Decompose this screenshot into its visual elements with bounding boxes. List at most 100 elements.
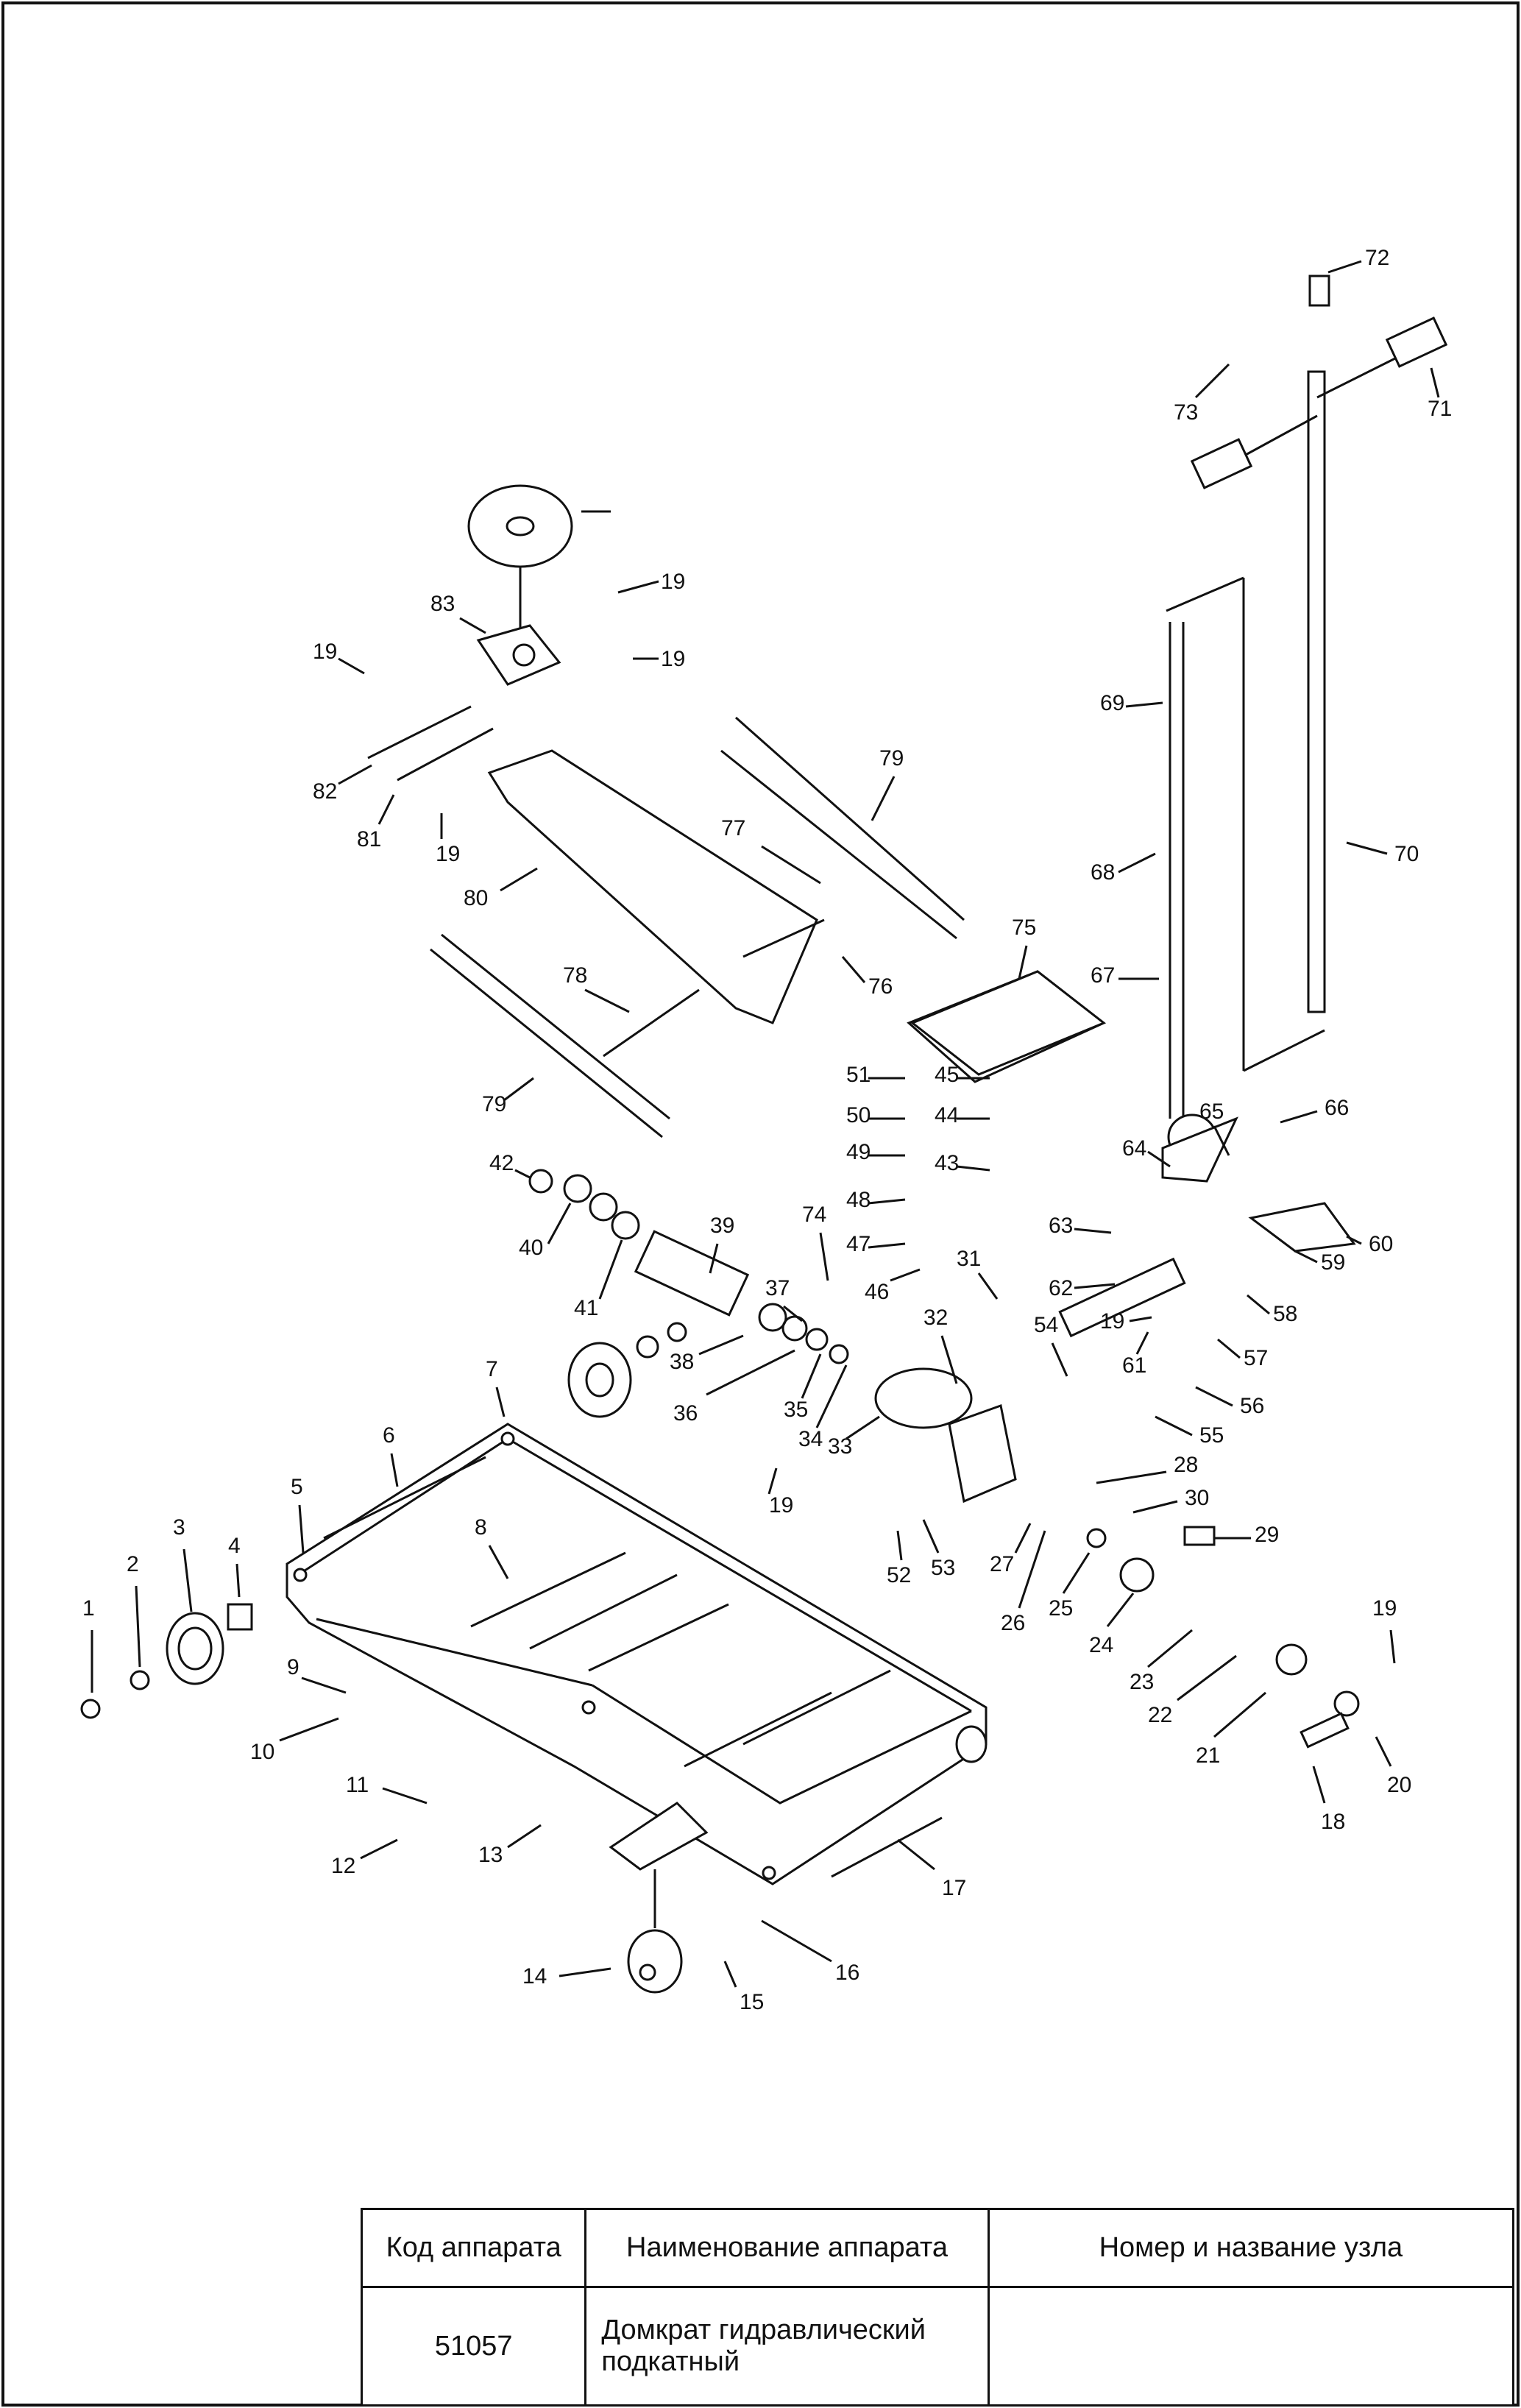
callout-label: 36: [673, 1401, 698, 1426]
callout-label: 72: [1365, 246, 1389, 270]
seal-kit: [528, 1169, 849, 1364]
title-block: Код аппарата Наименование аппарата Номер…: [360, 2208, 1515, 2407]
callout-label: 69: [1100, 691, 1124, 715]
callout-label: 66: [1325, 1096, 1349, 1120]
callout-label: 65: [1199, 1099, 1224, 1124]
node-name-value: [987, 2286, 1515, 2407]
callout-label: 35: [784, 1398, 808, 1422]
callout-label: 2: [127, 1552, 139, 1576]
callout-label: 41: [574, 1296, 598, 1320]
callout-label: 19: [661, 647, 685, 671]
callout-label: 45: [935, 1063, 959, 1087]
callout-label: 52: [887, 1563, 911, 1587]
callout-label: 79: [879, 746, 904, 771]
callout-label: 47: [846, 1232, 871, 1256]
callout-label: 9: [287, 1655, 299, 1679]
callout-label: 31: [957, 1247, 981, 1271]
lift-arm-assembly: [367, 484, 965, 1139]
callout-label: 25: [1049, 1596, 1073, 1621]
callout-label: 80: [464, 886, 488, 910]
callout-label: 21: [1196, 1743, 1220, 1768]
callout-label: 19: [1100, 1309, 1124, 1334]
title-block-header-row: Код аппарата Наименование аппарата Номер…: [360, 2208, 1515, 2288]
callout-label: 38: [670, 1350, 694, 1374]
rear-wheel: [567, 1322, 687, 1418]
callout-label: 10: [250, 1740, 274, 1764]
callout-label: 77: [721, 816, 745, 840]
callout-label: 71: [1428, 397, 1452, 421]
callout-label: 18: [1321, 1810, 1345, 1834]
release-valve-parts: [1086, 1526, 1360, 1749]
callout-label: 51: [846, 1063, 871, 1087]
wheel-assembly-front: [80, 1603, 253, 1719]
callout-label: 32: [923, 1306, 948, 1330]
callout-label: 28: [1174, 1453, 1198, 1477]
callout-label: 55: [1199, 1423, 1224, 1448]
callout-label: 64: [1122, 1136, 1146, 1161]
callout-label: 5: [291, 1475, 303, 1499]
callout-label: 81: [357, 827, 381, 851]
callout-label: 67: [1091, 963, 1115, 988]
caster-wheel: [609, 1802, 709, 1994]
callout-label: 79: [482, 1092, 506, 1116]
callout-label: 60: [1369, 1232, 1393, 1256]
callout-label: 29: [1255, 1523, 1279, 1547]
callout-label: 74: [802, 1203, 826, 1227]
callout-label: 6: [383, 1423, 395, 1448]
handle-assembly: [1166, 275, 1448, 1119]
callout-label: 20: [1387, 1773, 1411, 1797]
callout-label: 43: [935, 1151, 959, 1175]
callout-label: 53: [931, 1556, 955, 1580]
callout-label: 75: [1012, 916, 1036, 940]
callout-label: 46: [865, 1280, 889, 1304]
callout-label: 13: [478, 1843, 503, 1867]
callout-label: 22: [1148, 1703, 1172, 1727]
callout-label: 26: [1001, 1611, 1025, 1635]
callout-label: 76: [868, 974, 893, 999]
callout-label: 48: [846, 1188, 871, 1212]
device-code-value: 51057: [360, 2286, 587, 2407]
callout-label: 73: [1174, 400, 1198, 425]
callout-label: 4: [228, 1534, 241, 1558]
callout-label: 19: [1372, 1596, 1397, 1621]
node-name-header: Номер и название узла: [987, 2208, 1515, 2288]
callout-label: 61: [1122, 1353, 1146, 1378]
parts-tray-74: [910, 970, 1106, 1076]
callout-label: 58: [1273, 1302, 1297, 1326]
callout-label: 3: [173, 1515, 185, 1540]
callout-label: 15: [740, 1990, 764, 2014]
callout-label: 19: [769, 1493, 793, 1518]
callout-label: 68: [1091, 860, 1115, 885]
callout-label: 19: [313, 640, 337, 664]
callout-label: 39: [710, 1214, 734, 1238]
callout-label: 82: [313, 779, 337, 804]
callout-label: 62: [1049, 1276, 1073, 1300]
callout-label: 83: [430, 592, 455, 616]
callout-label: 19: [436, 842, 460, 866]
callout-label: 40: [519, 1236, 543, 1260]
callout-label: 57: [1244, 1346, 1268, 1370]
callout-label: 24: [1089, 1633, 1113, 1657]
callout-label: 23: [1130, 1670, 1154, 1694]
callout-label: 1: [82, 1596, 95, 1621]
callout-label: 30: [1185, 1486, 1209, 1510]
callout-label: 56: [1240, 1394, 1264, 1418]
device-code-header: Код аппарата: [360, 2208, 587, 2288]
callout-label: 50: [846, 1103, 871, 1127]
callout-label: 44: [935, 1103, 959, 1127]
callout-label: 17: [942, 1876, 966, 1900]
callout-label: 7: [486, 1357, 498, 1381]
title-block-value-row: 51057 Домкрат гидравлический подкатный: [360, 2286, 1515, 2407]
callout-label: 70: [1394, 842, 1419, 866]
callout-label: 16: [835, 1961, 859, 1985]
callout-label: 37: [765, 1276, 790, 1300]
callout-label: 8: [475, 1515, 487, 1540]
callout-label: 12: [331, 1854, 355, 1878]
callout-label: 11: [346, 1773, 369, 1797]
frame-drawing: [286, 1423, 988, 1885]
callout-label: 54: [1034, 1313, 1058, 1337]
callout-label: 14: [522, 1964, 547, 1989]
